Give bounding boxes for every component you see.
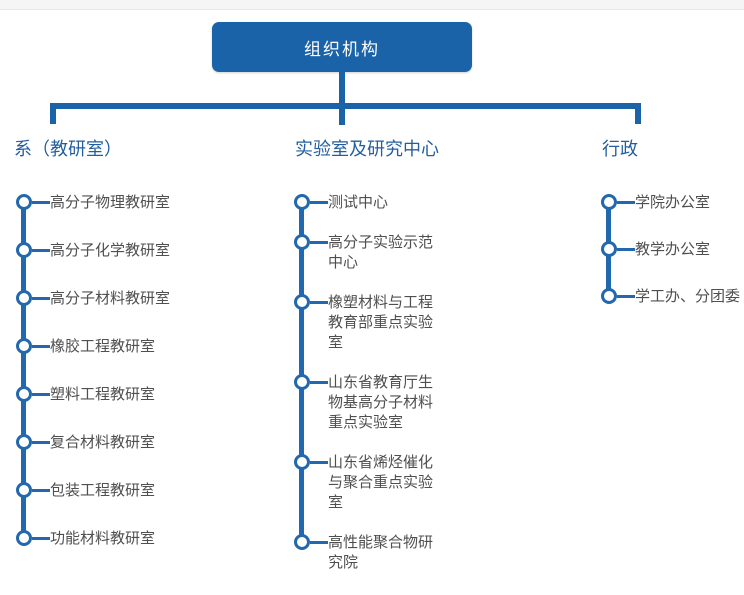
connector-horizontal-bar — [50, 103, 641, 109]
node-connector — [310, 541, 328, 544]
org-item: 复合材料教研室 — [16, 433, 170, 452]
node-circle-icon — [16, 338, 32, 354]
node-connector — [310, 381, 328, 384]
org-item: 包装工程教研室 — [16, 481, 170, 500]
node-connector — [310, 461, 328, 464]
column-header-departments: 系（教研室） — [14, 139, 122, 160]
column-header-administration: 行政 — [602, 139, 638, 160]
timeline: 高分子物理教研室高分子化学教研室高分子材料教研室橡胶工程教研室塑料工程教研室复合… — [16, 193, 171, 548]
column-administration: 行政学院办公室教学办公室学工办、分团委 — [601, 139, 740, 335]
org-item-label: 学院办公室 — [635, 193, 711, 211]
node-connector — [617, 248, 635, 251]
node-connector — [32, 249, 50, 252]
org-item-label: 功能材料教研室 — [50, 529, 156, 547]
org-item: 高分子化学教研室 — [16, 241, 171, 260]
node-connector — [32, 297, 50, 300]
timeline: 测试中心高分子实验示范中心橡塑材料与工程教育部重点实验室山东省教育厅生物基高分子… — [294, 193, 440, 572]
column-header-labs-research-centers: 实验室及研究中心 — [295, 139, 439, 160]
org-item: 塑料工程教研室 — [16, 385, 170, 404]
node-circle-icon — [16, 194, 32, 210]
org-item: 功能材料教研室 — [16, 529, 170, 548]
org-item: 学工办、分团委 — [601, 287, 741, 306]
timeline: 学院办公室教学办公室学工办、分团委 — [601, 193, 741, 306]
node-connector — [32, 345, 50, 348]
node-circle-icon — [601, 241, 617, 257]
org-item-label: 高分子材料教研室 — [50, 289, 171, 307]
node-circle-icon — [294, 454, 310, 470]
node-circle-icon — [294, 294, 310, 310]
timeline-line — [21, 202, 26, 538]
node-circle-icon — [16, 482, 32, 498]
org-item-label: 复合材料教研室 — [50, 433, 156, 451]
node-connector — [32, 489, 50, 492]
node-connector — [32, 201, 50, 204]
connector-drop-right — [635, 103, 641, 124]
org-item: 高分子材料教研室 — [16, 289, 171, 308]
connector-drop-left — [50, 103, 56, 124]
org-item: 山东省教育厅生物基高分子材料重点实验室 — [294, 373, 440, 432]
node-circle-icon — [294, 194, 310, 210]
node-circle-icon — [16, 386, 32, 402]
org-item-label: 山东省教育厅生物基高分子材料重点实验室 — [328, 373, 434, 431]
org-item-label: 高性能聚合物研究院 — [328, 533, 434, 571]
node-connector — [32, 537, 50, 540]
org-item: 测试中心 — [294, 193, 440, 212]
org-item-label: 高分子实验示范中心 — [328, 233, 434, 271]
org-item: 橡胶工程教研室 — [16, 337, 170, 356]
org-item: 山东省烯烃催化与聚合重点实验室 — [294, 453, 440, 512]
node-circle-icon — [16, 242, 32, 258]
timeline-line — [299, 202, 304, 542]
node-connector — [310, 241, 328, 244]
node-circle-icon — [294, 534, 310, 550]
org-item: 橡塑材料与工程教育部重点实验室 — [294, 293, 440, 352]
node-connector — [32, 441, 50, 444]
node-circle-icon — [16, 290, 32, 306]
org-item: 高性能聚合物研究院 — [294, 533, 440, 572]
org-item-label: 橡胶工程教研室 — [50, 337, 156, 355]
org-item: 高分子实验示范中心 — [294, 233, 440, 272]
org-item-label: 山东省烯烃催化与聚合重点实验室 — [328, 453, 434, 511]
node-connector — [32, 393, 50, 396]
org-item: 学院办公室 — [601, 193, 740, 212]
org-item: 高分子物理教研室 — [16, 193, 171, 212]
connector-stem — [339, 72, 345, 125]
node-connector — [617, 295, 635, 298]
org-item-label: 包装工程教研室 — [50, 481, 156, 499]
top-bar — [0, 0, 744, 10]
org-item-label: 塑料工程教研室 — [50, 385, 156, 403]
node-circle-icon — [16, 434, 32, 450]
org-item-label: 教学办公室 — [635, 240, 711, 258]
node-circle-icon — [294, 234, 310, 250]
org-item: 教学办公室 — [601, 240, 740, 259]
node-connector — [310, 201, 328, 204]
node-connector — [310, 301, 328, 304]
org-item-label: 橡塑材料与工程教育部重点实验室 — [328, 293, 434, 351]
root-node: 组织机构 — [212, 22, 472, 72]
org-item-label: 学工办、分团委 — [635, 287, 741, 305]
org-item-label: 高分子物理教研室 — [50, 193, 171, 211]
node-circle-icon — [294, 374, 310, 390]
root-node-label: 组织机构 — [304, 39, 380, 60]
org-item-label: 高分子化学教研室 — [50, 241, 171, 259]
node-circle-icon — [601, 194, 617, 210]
node-connector — [617, 201, 635, 204]
column-labs-research-centers: 实验室及研究中心测试中心高分子实验示范中心橡塑材料与工程教育部重点实验室山东省教… — [294, 139, 440, 594]
node-circle-icon — [601, 288, 617, 304]
org-item-label: 测试中心 — [328, 193, 389, 211]
node-circle-icon — [16, 530, 32, 546]
column-departments: 系（教研室） 高分子物理教研室高分子化学教研室高分子材料教研室橡胶工程教研室塑料工… — [14, 139, 171, 578]
